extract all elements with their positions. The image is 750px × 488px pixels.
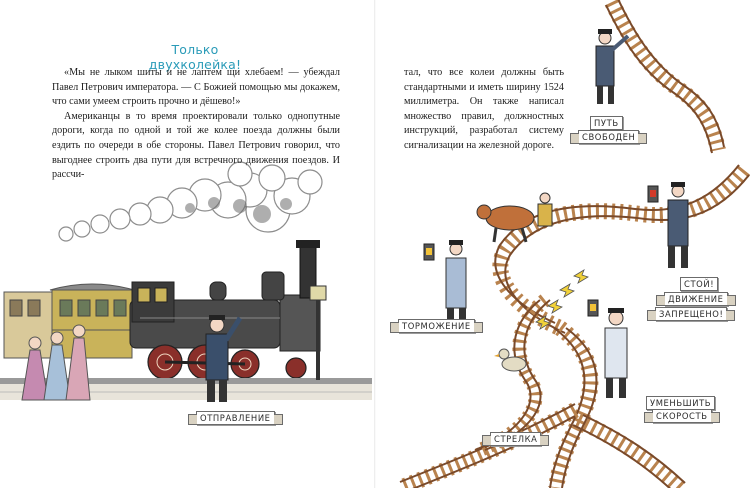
cow-illustration [476,192,553,243]
signalmen-illustration [423,29,689,398]
platform-illustration [0,285,372,400]
label-path: ПУТЬ [590,116,623,130]
label-free: СВОБОДЕН [569,130,649,144]
rail-tracks-illustration [397,0,750,488]
locomotive-illustration [129,240,321,380]
label-braking: ТОРМОЖЕНИЕ [390,319,483,333]
paragraph-americans: Американцы в то время проектировали толь… [52,110,340,181]
label-reduce: УМЕНЬШИТЬ [646,396,716,410]
switch-arrows-illustration [535,269,589,330]
label-speed: СКОРОСТЬ [644,409,720,423]
left-page-text: «Мы не лыком шиты и не лаптем щи хлебаем… [52,66,340,183]
station-master-illustration [205,315,243,402]
smoke-cloud-illustration [58,161,323,242]
wagon-illustration [3,283,135,359]
label-switch: СТРЕЛКА [481,432,551,446]
duck-illustration [494,348,527,372]
paragraph-quote: «Мы не лыком шиты и не лаптем щи хлебаем… [52,67,340,108]
label-movement: ДВИЖЕНИЕ [656,292,736,306]
page-gutter [374,0,376,488]
right-page-text: тал, что все колеи должны быть стандартн… [404,67,564,151]
label-stop: СТОЙ! [680,277,719,291]
page-title: Только двухколейка! [148,42,242,72]
label-forbidden: ЗАПРЕЩЕНО! [646,307,736,321]
label-departure: ОТПРАВЛЕНИЕ [188,411,283,425]
passengers-illustration [21,324,91,401]
